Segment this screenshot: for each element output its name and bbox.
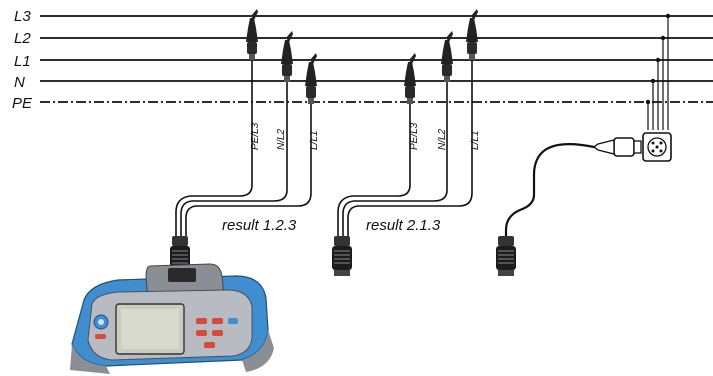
plug-cable [504,143,595,238]
lead-g2-l [347,60,473,238]
lead-g1-pe [175,60,253,238]
probe-label-g2-n: N/L2 [437,128,448,150]
probe-label-g2-pe: PE/L3 [409,122,420,150]
line-label-pe: PE [12,95,33,112]
connector-plug-icon [495,235,517,277]
socket-drops [645,13,671,130]
lead-g2-pe [337,104,411,238]
line-label-n: N [14,74,25,91]
lead-g1-l [185,104,312,238]
result-label-2: result 2.1.3 [366,217,441,234]
probe-label-g1-n: N/L2 [276,128,287,150]
probe-label-g2-l: L/L1 [470,131,481,150]
probe-label-g1-l: L/L1 [309,131,320,150]
socket-outlet-icon [642,132,672,162]
schuko-plug-icon [592,137,642,157]
result-label-1: result 1.2.3 [222,217,297,234]
lead-g2-n [342,82,448,238]
line-label-l2: L2 [14,30,31,47]
line-label-l1: L1 [14,53,31,70]
connector-plug-icon [331,235,353,277]
probe-label-g1-pe: PE/L3 [250,122,261,150]
lead-g1-n [180,82,288,238]
line-label-l3: L3 [14,8,31,25]
installation-tester-icon [70,263,274,374]
